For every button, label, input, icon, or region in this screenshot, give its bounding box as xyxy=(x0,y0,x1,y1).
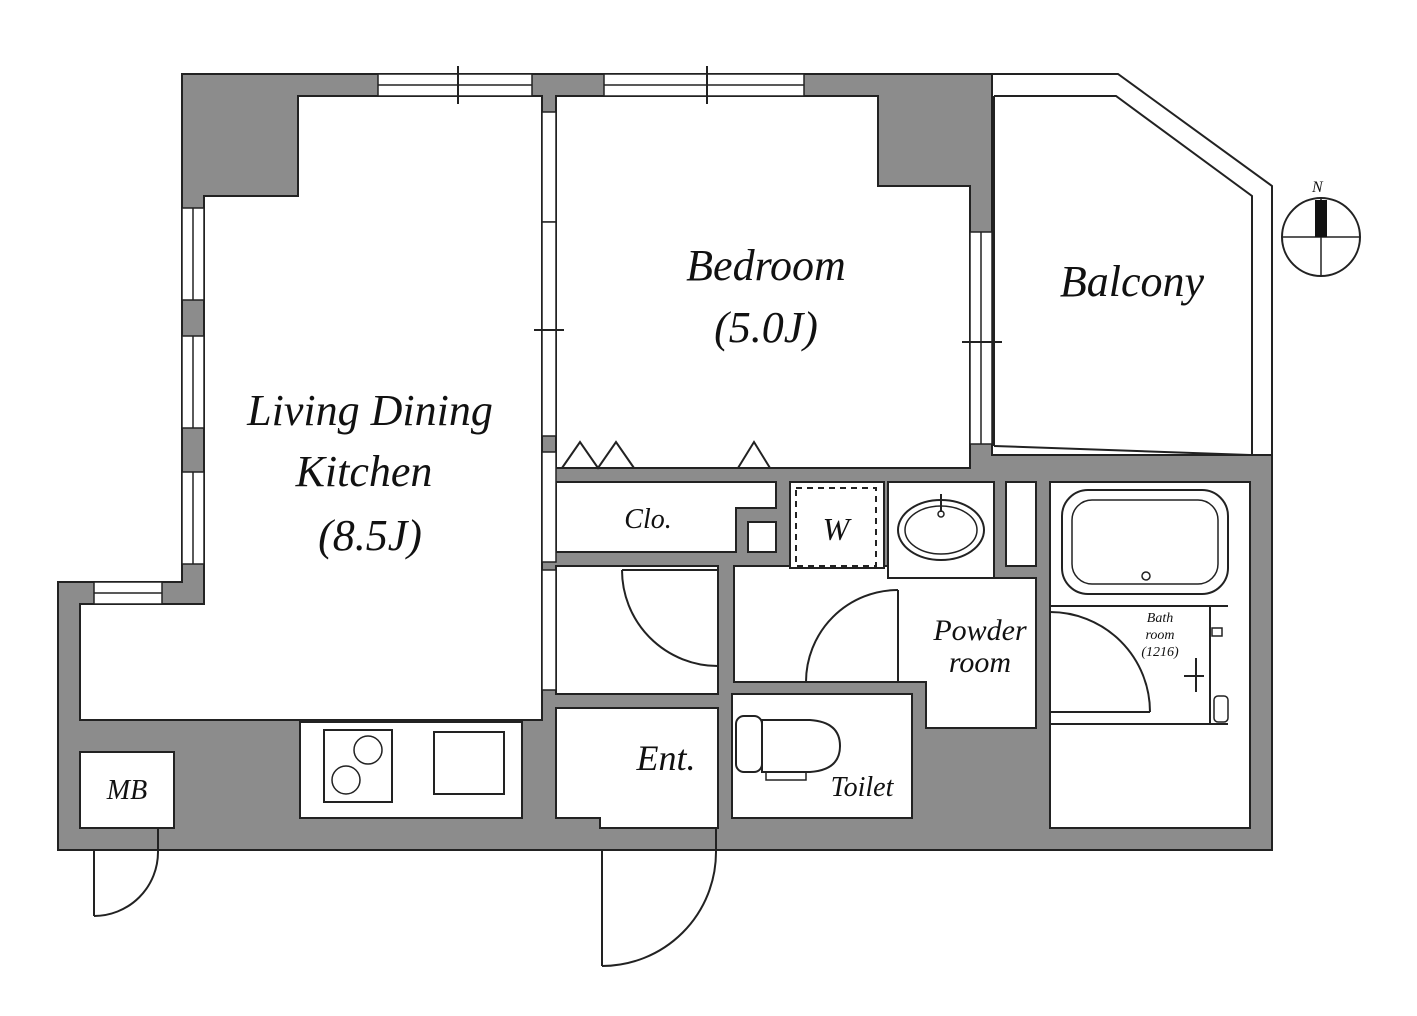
entrance-label: Ent. xyxy=(636,738,696,778)
bathroom-floor xyxy=(1049,481,1251,829)
windows xyxy=(93,66,1002,691)
ldk-label-line1: Living Dining xyxy=(246,386,493,435)
closet-label: Clo. xyxy=(624,504,671,535)
toilet-label: Toilet xyxy=(831,772,895,803)
entrance-floor xyxy=(555,707,719,829)
kitchen-sink-icon xyxy=(433,731,505,795)
faucet-icon xyxy=(1184,627,1229,723)
bathroom-label-line1: Bath xyxy=(1147,611,1173,626)
closet-hanger-icon xyxy=(556,440,776,470)
room-floors xyxy=(79,95,1251,829)
bathtub-icon xyxy=(1050,489,1229,725)
stove-icon xyxy=(323,729,393,803)
balcony xyxy=(992,73,1273,456)
compass-north-label: N xyxy=(1311,179,1324,196)
balcony-label: Balcony xyxy=(1060,257,1205,306)
toilet-icon xyxy=(735,715,842,781)
meter-box xyxy=(79,751,175,829)
kitchen-counter xyxy=(299,721,523,819)
bathroom-label-line2: room xyxy=(1145,628,1174,643)
washer-floor xyxy=(789,481,885,569)
bathroom-label-line3: (1216) xyxy=(1141,645,1179,660)
washer-dashed-icon xyxy=(795,487,877,567)
ldk-label-line2: Kitchen xyxy=(295,447,433,496)
powder-room-label-line2: room xyxy=(949,646,1011,679)
sink-icon xyxy=(897,494,985,561)
powder-room-label-line1: Powder xyxy=(932,614,1027,647)
washer-label: W xyxy=(823,511,853,547)
corridor-floor xyxy=(555,565,719,695)
meter-box-label: MB xyxy=(106,775,147,806)
ldk-size-label: (8.5J) xyxy=(318,511,422,560)
compass-icon xyxy=(1281,197,1361,277)
bedroom-size-label: (5.0J) xyxy=(714,303,818,352)
bedroom-label: Bedroom xyxy=(686,241,846,290)
doors xyxy=(93,569,1151,967)
